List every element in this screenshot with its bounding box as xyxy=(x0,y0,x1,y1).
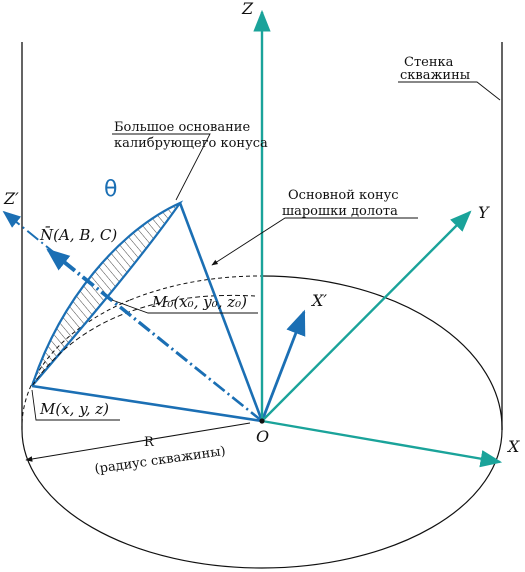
axis-y-label: Y xyxy=(478,203,490,222)
point-m-label: M(x, y, z) xyxy=(39,400,109,418)
cone-generatrix-bottom xyxy=(31,384,263,423)
main-cone-label-line2: шарошки долота xyxy=(282,204,398,219)
big-base-label-line1: Большое основание xyxy=(114,120,250,135)
big-base-label-line2: калибрующего конуса xyxy=(114,136,268,151)
radius-note: (радиус скважины) xyxy=(94,444,227,477)
leader-main-cone xyxy=(211,217,418,266)
leader-wall xyxy=(398,81,501,101)
axis-x-prime-label: X′ xyxy=(310,291,327,310)
wall-label-line2: скважины xyxy=(400,68,470,83)
cone-generatrix-top xyxy=(178,202,264,422)
normal-vector xyxy=(46,248,263,423)
axis-z-prime-label: Z′ xyxy=(3,189,19,208)
main-cone-label-line1: Основной конус xyxy=(288,188,399,203)
axis-x-label: X xyxy=(506,437,520,456)
axis-x-prime xyxy=(260,309,306,422)
borehole-bottom-back-mid xyxy=(129,275,263,301)
point-m0-label: M₀(x₀, y₀, z₀) xyxy=(151,293,247,311)
normal-label: N̄(A, B, C) xyxy=(39,226,117,244)
radius-arrow xyxy=(25,422,251,462)
wall-label-line1: Стенка xyxy=(404,55,454,70)
borehole-bottom-back-right xyxy=(261,275,503,431)
leader-big-base xyxy=(112,133,211,201)
cone-base-dashed xyxy=(31,294,256,387)
radius-label: R xyxy=(144,435,155,450)
axis-z-label: Z xyxy=(241,0,254,18)
axis-y xyxy=(261,210,472,422)
axis-x xyxy=(261,419,503,468)
origin-label: O xyxy=(256,427,269,446)
borehole-bottom-front xyxy=(21,429,503,569)
leader-m0 xyxy=(111,299,258,314)
leader-m xyxy=(31,389,120,421)
origin-point xyxy=(259,418,265,424)
theta-label: θ xyxy=(104,177,117,202)
